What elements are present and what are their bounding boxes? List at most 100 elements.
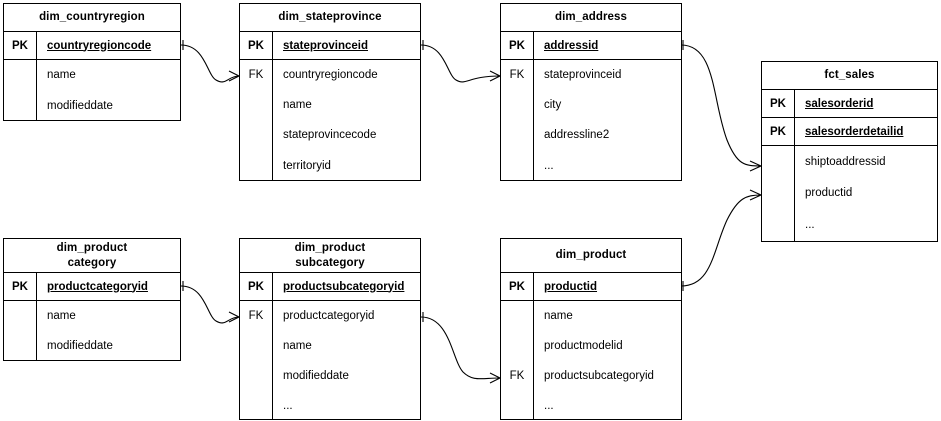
entity-dim-product[interactable]: dim_product PK productid FK name product… (500, 238, 682, 420)
entity-body-keys: FK (501, 60, 534, 181)
entity-body-attributes: stateprovinceid city addressline2 ... (534, 60, 681, 181)
relationship-productsubcategory-product (420, 316, 501, 380)
attribute-name: name (283, 340, 312, 352)
entity-pk-row[interactable]: PK productsubcategoryid (240, 273, 420, 301)
key-label (501, 120, 533, 150)
key-label: PK (4, 32, 37, 59)
crowfoot-stateprovince (228, 70, 240, 82)
key-label (4, 60, 36, 90)
entity-body-keys (762, 146, 795, 241)
entity-title-line: dim_address (554, 11, 628, 23)
attribute-name: territoryid (283, 159, 331, 172)
key-label: PK (240, 273, 273, 300)
key-label (240, 331, 272, 361)
entity-dim-productcategory[interactable]: dim_product category PK productcategoryi… (3, 238, 181, 361)
crowfoot-fctsales-address (749, 160, 762, 172)
entity-body: FK productcategoryid name modifieddate .… (240, 301, 420, 420)
entity-title: dim_product category (4, 239, 180, 273)
entity-title: dim_stateprovince (240, 4, 420, 32)
attribute-name: addressline2 (544, 129, 610, 141)
attribute-name: productsubcategoryid (283, 280, 405, 293)
entity-body-keys: FK (240, 301, 273, 420)
key-label (762, 209, 794, 241)
key-label (4, 90, 36, 121)
attribute-name: modifieddate (283, 370, 349, 382)
key-label (501, 150, 533, 181)
key-label (240, 120, 272, 150)
entity-pk-row[interactable]: PK productid (501, 273, 681, 301)
entity-pk-row[interactable]: PK salesorderid (762, 90, 937, 118)
attribute-name: ... (544, 399, 554, 412)
key-label: PK (4, 273, 37, 300)
entity-body: FK stateprovinceid city addressline2 ... (501, 60, 681, 181)
entity-title: dim_address (501, 4, 681, 32)
key-label (240, 391, 272, 420)
attribute-name: modifieddate (47, 340, 113, 352)
crowfoot-productsubcategory (228, 311, 240, 323)
entity-title: fct_sales (762, 62, 937, 90)
entity-pk-row[interactable]: PK productcategoryid (4, 273, 180, 301)
entity-title-line: subcategory (295, 256, 365, 269)
entity-title-line: dim_product (294, 241, 366, 254)
attribute-name: stateprovinceid (283, 39, 368, 52)
entity-title: dim_product (501, 239, 681, 273)
key-label (762, 146, 794, 177)
relationship-productcategory-productsubcategory (180, 285, 240, 324)
entity-title-line: fct_sales (824, 69, 875, 81)
entity-title-line: dim_countryregion (39, 11, 145, 23)
entity-title-line: category (67, 256, 117, 269)
attribute-name: stateprovinceid (544, 69, 622, 81)
entity-body: FK countryregioncode name stateprovincec… (240, 60, 420, 181)
entity-body: FK name productmodelid productsubcategor… (501, 301, 681, 420)
attribute-name: addressid (544, 39, 599, 52)
entity-body: name modifieddate (4, 301, 180, 361)
crowfoot-product (489, 372, 501, 384)
attribute-name: countryregioncode (47, 39, 152, 52)
attribute-name: city (544, 99, 562, 111)
key-label: FK (248, 310, 264, 322)
key-label (240, 361, 272, 391)
attribute-name: ... (544, 159, 554, 172)
key-label: PK (501, 32, 534, 59)
entity-title: dim_countryregion (4, 4, 180, 32)
entity-body-attributes: name modifieddate (37, 301, 180, 361)
key-label (240, 150, 272, 181)
entity-body-attributes: name productmodelid productsubcategoryid… (534, 301, 681, 420)
crowfoot-address (489, 70, 501, 82)
attribute-name: productid (544, 280, 598, 293)
crowfoot-fctsales-product (749, 189, 762, 201)
entity-pk-row[interactable]: PK salesorderdetailid (762, 118, 937, 146)
key-label: PK (501, 273, 534, 300)
attribute-name: name (283, 99, 312, 111)
entity-body-attributes: name modifieddate (37, 60, 180, 121)
attribute-name: productid (805, 187, 853, 199)
entity-title: dim_product subcategory (240, 239, 420, 273)
attribute-name: shiptoaddressid (805, 155, 886, 168)
entity-body-attributes: countryregioncode name stateprovincecode… (273, 60, 420, 181)
attribute-name: salesorderid (805, 97, 874, 110)
entity-body-keys: FK (501, 301, 534, 420)
entity-pk-row[interactable]: PK stateprovinceid (240, 32, 420, 60)
entity-body-keys: FK (240, 60, 273, 181)
entity-body: name modifieddate (4, 60, 180, 121)
attribute-name: productsubcategoryid (544, 370, 654, 382)
entity-body: shiptoaddressid productid ... (762, 146, 937, 241)
entity-dim-productsubcategory[interactable]: dim_product subcategory PK productsubcat… (239, 238, 421, 420)
relationship-stateprovince-address (420, 44, 501, 83)
entity-fct-sales[interactable]: fct_sales PK salesorderid PK salesorderd… (761, 61, 938, 242)
entity-dim-address[interactable]: dim_address PK addressid FK stateprovinc… (500, 3, 682, 181)
attribute-name: modifieddate (47, 99, 113, 112)
entity-dim-stateprovince[interactable]: dim_stateprovince PK stateprovinceid FK … (239, 3, 421, 181)
relationship-product-fctsales (680, 194, 762, 287)
attribute-name: productcategoryid (47, 280, 148, 293)
key-label (501, 391, 533, 420)
key-label: PK (762, 90, 795, 117)
entity-pk-row[interactable]: PK addressid (501, 32, 681, 60)
entity-body-attributes: productcategoryid name modifieddate ... (273, 301, 420, 420)
attribute-name: salesorderdetailid (805, 125, 904, 138)
attribute-name: countryregioncode (283, 69, 378, 81)
key-label: FK (509, 370, 525, 382)
entity-dim-countryregion[interactable]: dim_countryregion PK countryregioncode n… (3, 3, 181, 121)
entity-pk-row[interactable]: PK countryregioncode (4, 32, 180, 60)
